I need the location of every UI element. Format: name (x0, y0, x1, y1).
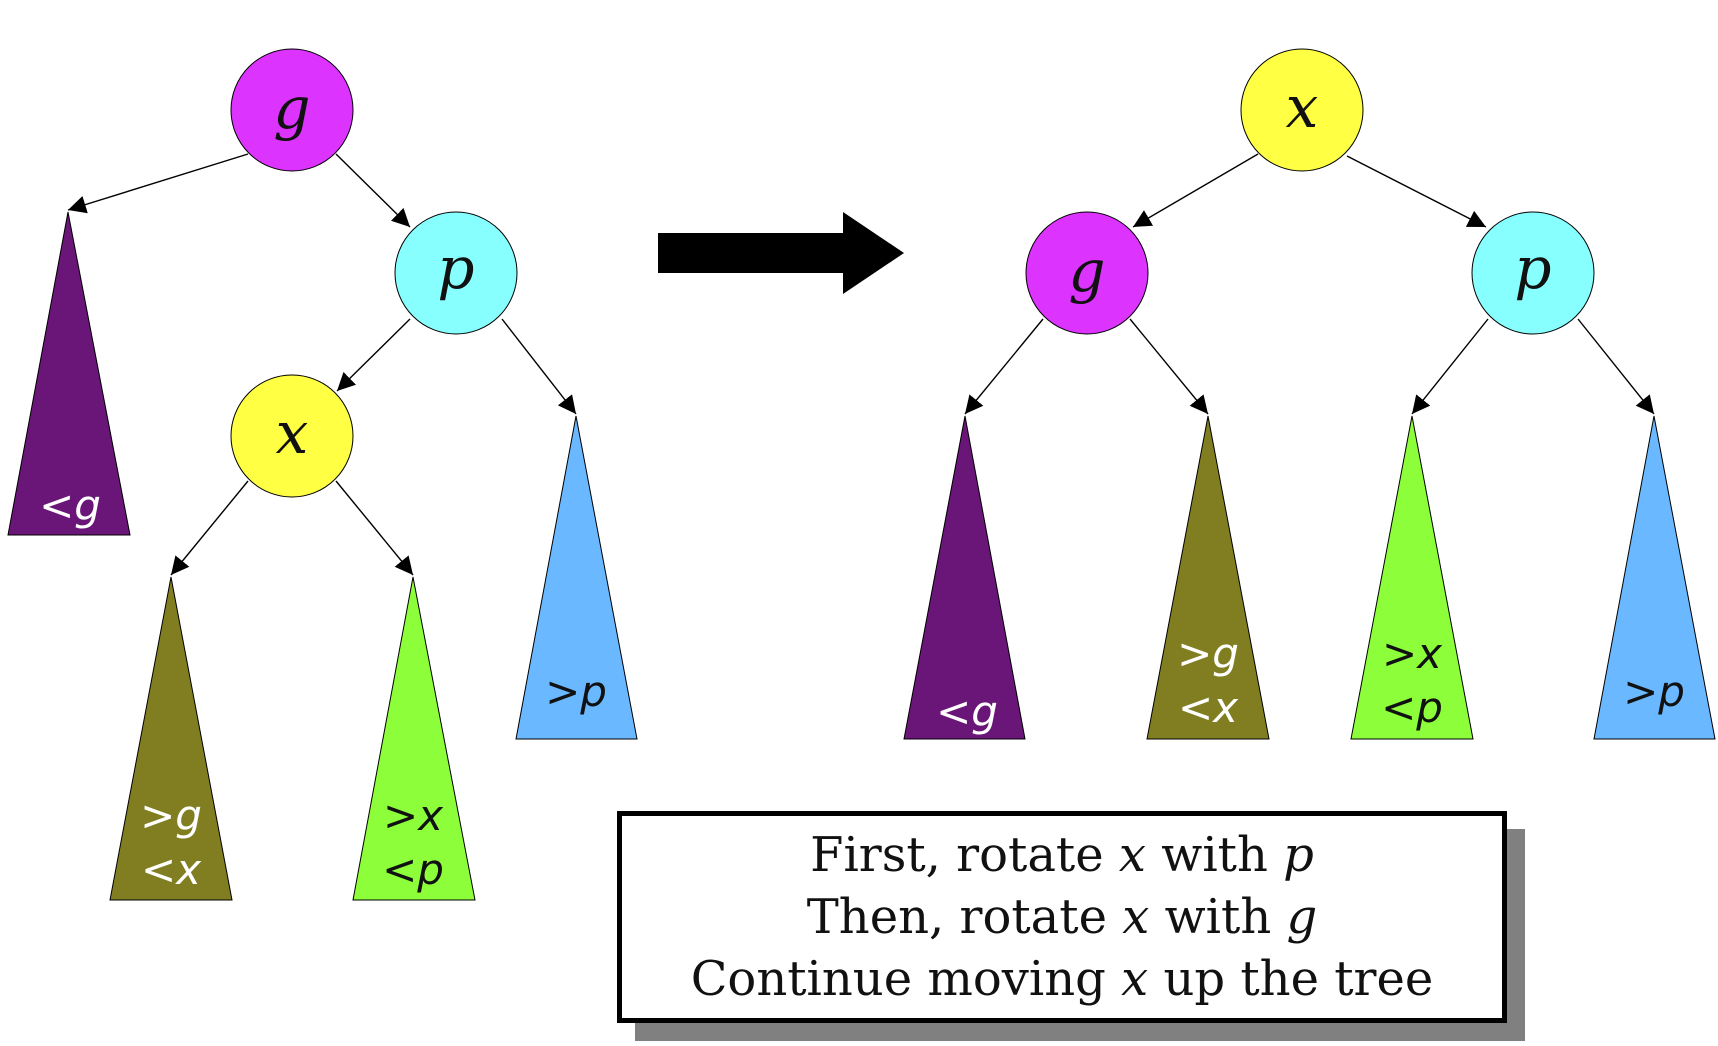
caption-text: up the tree (1148, 951, 1434, 1007)
subtree-between-x-p-label-1: >x (383, 791, 444, 840)
subtree-between-g-x-label-2: <x (1178, 683, 1239, 732)
subtree-between-g-x (109, 576, 233, 901)
subtree-between-x-p (352, 576, 476, 901)
edge-x-to-p (1346, 155, 1487, 228)
edge-p-to-greater-p (501, 318, 577, 415)
subtree-between-x-p-label-2: <p (382, 845, 444, 894)
subtree-greater-p (515, 415, 638, 740)
node-p-label: p (437, 234, 474, 302)
caption-line-2: Then, rotate x with g (807, 886, 1317, 948)
subtree-between-g-x-label-1: >g (1177, 629, 1239, 678)
edge-g-to-p (335, 153, 411, 228)
node-x-label: x (276, 399, 309, 467)
caption-var: x (1121, 951, 1149, 1007)
node-p (394, 211, 518, 335)
edge-g-to-between-g-x (1129, 318, 1209, 415)
subtree-between-g-x-label-1: >g (140, 791, 202, 840)
subtree-greater-p (1593, 415, 1716, 740)
caption-var: p (1283, 827, 1314, 883)
subtree-less-g-label: <g (936, 687, 998, 736)
node-p (1471, 211, 1595, 335)
node-x (1240, 48, 1364, 172)
subtree-between-x-p-label-1: >x (1382, 629, 1443, 678)
caption-var: g (1286, 889, 1318, 945)
caption-line-3: Continue moving x up the tree (691, 948, 1434, 1010)
edge-x-to-between-g-x (170, 480, 249, 576)
caption-text: Continue moving (690, 951, 1122, 1007)
caption-text: Then, rotate (806, 889, 1123, 945)
subtree-between-g-x (1146, 415, 1270, 740)
caption-line-1: First, rotate x with p (810, 824, 1314, 886)
node-g-label: g (273, 74, 310, 142)
subtree-between-x-p-label-2: <p (1381, 683, 1443, 732)
node-g-label: g (1068, 237, 1105, 305)
node-g (230, 48, 354, 172)
subtree-greater-p-label: >p (545, 667, 607, 716)
right-arrow-icon (658, 212, 904, 294)
caption-text: with (1145, 827, 1284, 883)
edge-x-to-g (1132, 153, 1259, 228)
caption-var: x (1118, 827, 1146, 883)
edge-g-to-less-g (964, 318, 1044, 415)
node-x-label: x (1286, 73, 1319, 141)
caption-text: with (1149, 889, 1287, 945)
node-x (230, 374, 354, 498)
caption-text: First, rotate (810, 827, 1119, 883)
node-p-label: p (1514, 234, 1551, 302)
subtree-between-g-x-label-2: <x (141, 845, 202, 894)
subtree-between-x-p (1350, 415, 1474, 740)
edge-x-to-between-x-p (335, 480, 414, 576)
subtree-less-g (7, 211, 131, 536)
edge-g-to-less-g (67, 153, 249, 214)
subtree-greater-p-label: >p (1623, 667, 1685, 716)
subtree-less-g-label: <g (39, 481, 101, 530)
edge-p-to-between-x-p (1411, 318, 1489, 415)
before-tree: <g >g <x >x <p >p g p x (7, 48, 638, 901)
subtree-less-g (903, 415, 1026, 740)
edge-p-to-x (336, 318, 411, 392)
node-g (1025, 211, 1149, 335)
caption-box: First, rotate x with p Then, rotate x wi… (617, 811, 1507, 1023)
edge-p-to-greater-p (1577, 318, 1655, 415)
after-tree: <g >g <x >x <p >p x g p (903, 48, 1716, 740)
caption-var: x (1122, 889, 1150, 945)
